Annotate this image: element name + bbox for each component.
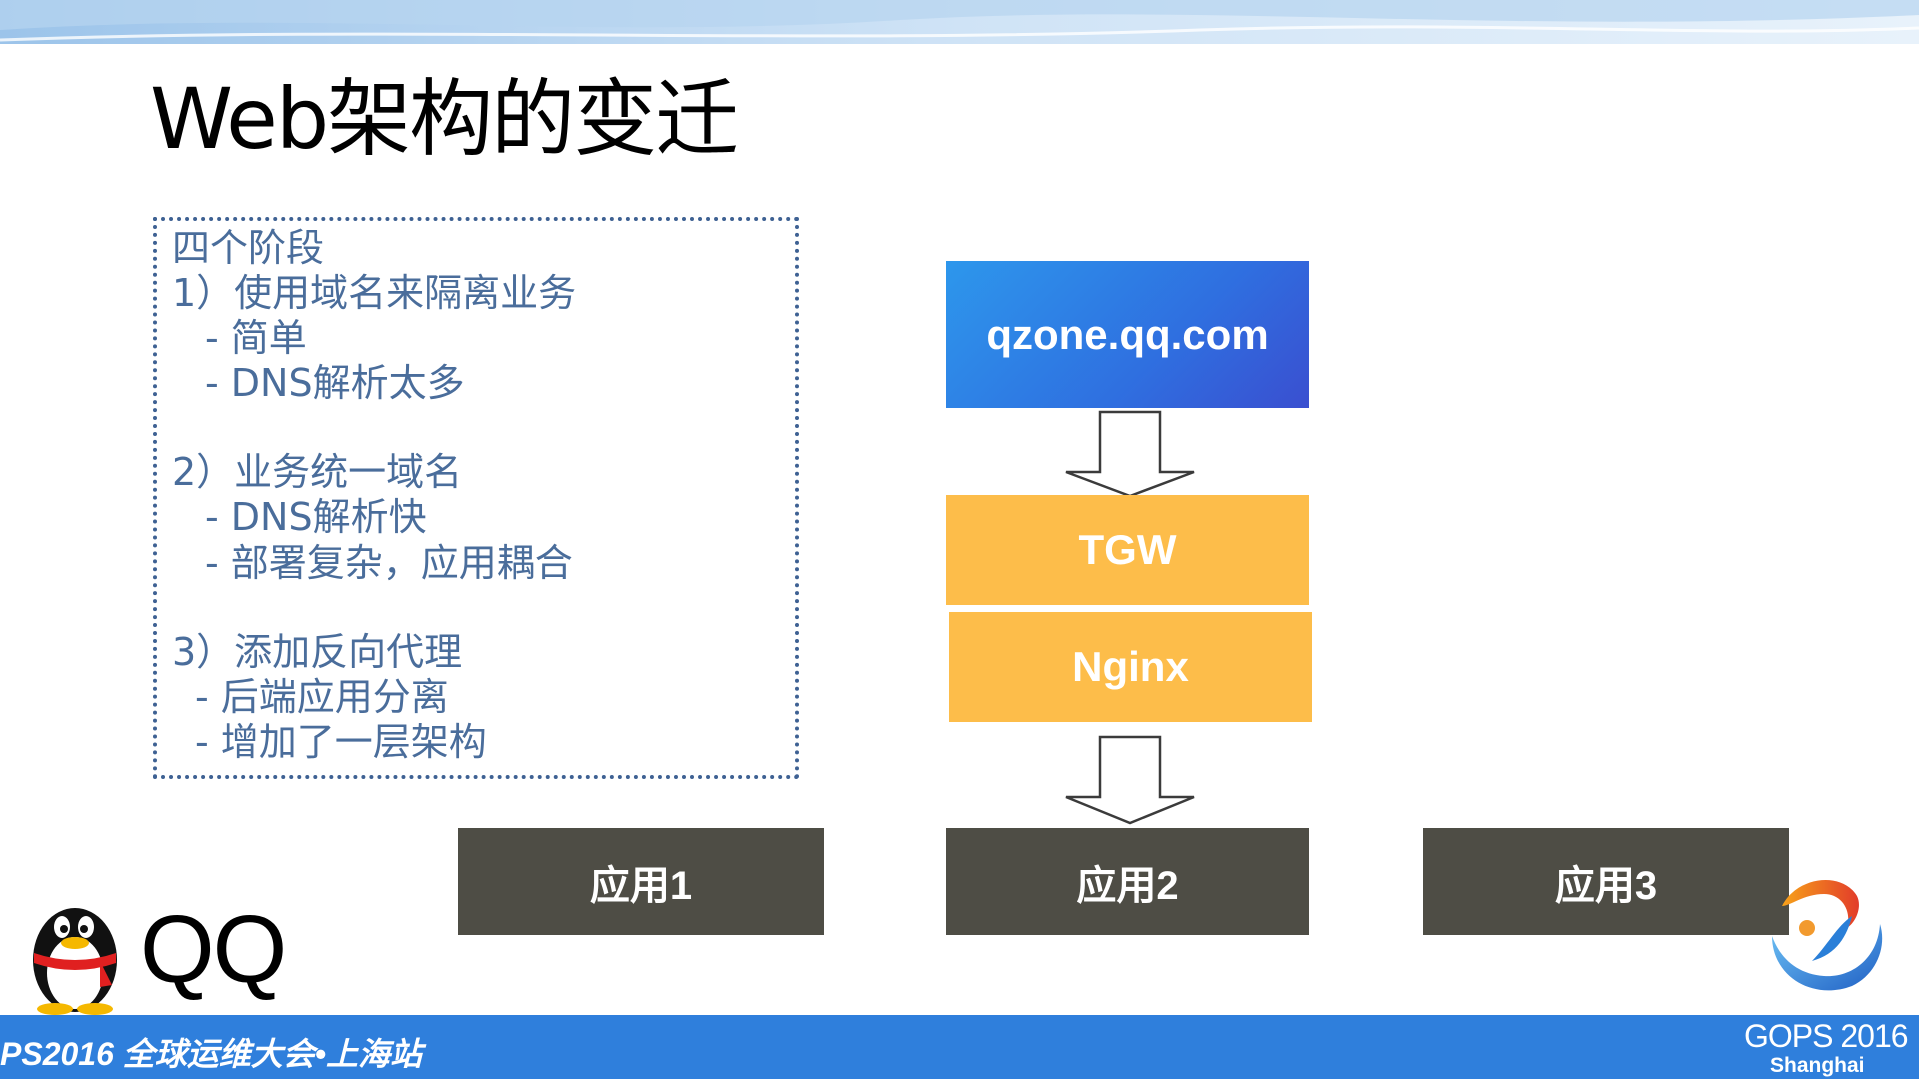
stage-1-point-1: - 简单 xyxy=(205,316,307,360)
stage-3-point-2: - 增加了一层架构 xyxy=(195,720,487,764)
stage-3-point-1: - 后端应用分离 xyxy=(195,675,449,719)
stage-2-title: 2）业务统一域名 xyxy=(172,450,463,494)
gops-swirl-logo xyxy=(1772,879,1883,991)
qq-penguin-icon xyxy=(33,908,117,1015)
down-arrow-icon xyxy=(1065,735,1195,825)
slide-title: Web架构的变迁 xyxy=(150,70,739,168)
stage-1-point-2: - DNS解析太多 xyxy=(205,361,465,405)
domain-box: qzone.qq.com xyxy=(946,261,1309,408)
stages-heading: 四个阶段 xyxy=(172,226,325,270)
footer-event-text: PS2016 全球运维大会•上海站 xyxy=(0,1036,422,1072)
down-arrow-icon xyxy=(1065,410,1195,498)
footer-city: Shanghai xyxy=(1770,1054,1865,1077)
app-box-3: 应用3 xyxy=(1423,828,1789,935)
stages-box xyxy=(153,217,799,779)
app-box-1: 应用1 xyxy=(458,828,824,935)
stage-1-title: 1）使用域名来隔离业务 xyxy=(172,271,577,315)
top-decor-band xyxy=(0,0,1919,44)
nginx-box: Nginx xyxy=(949,612,1312,722)
footer-bar xyxy=(0,1015,1919,1079)
app-box-2: 应用2 xyxy=(946,828,1309,935)
footer-brand: GOPS 2016 xyxy=(1744,1018,1909,1054)
qq-brand-text: QQ xyxy=(140,896,287,1003)
tgw-box: TGW xyxy=(946,495,1309,605)
stage-3-title: 3）添加反向代理 xyxy=(172,630,463,674)
stage-2-point-2: - 部署复杂，应用耦合 xyxy=(205,541,573,585)
stage-2-point-1: - DNS解析快 xyxy=(205,495,427,539)
